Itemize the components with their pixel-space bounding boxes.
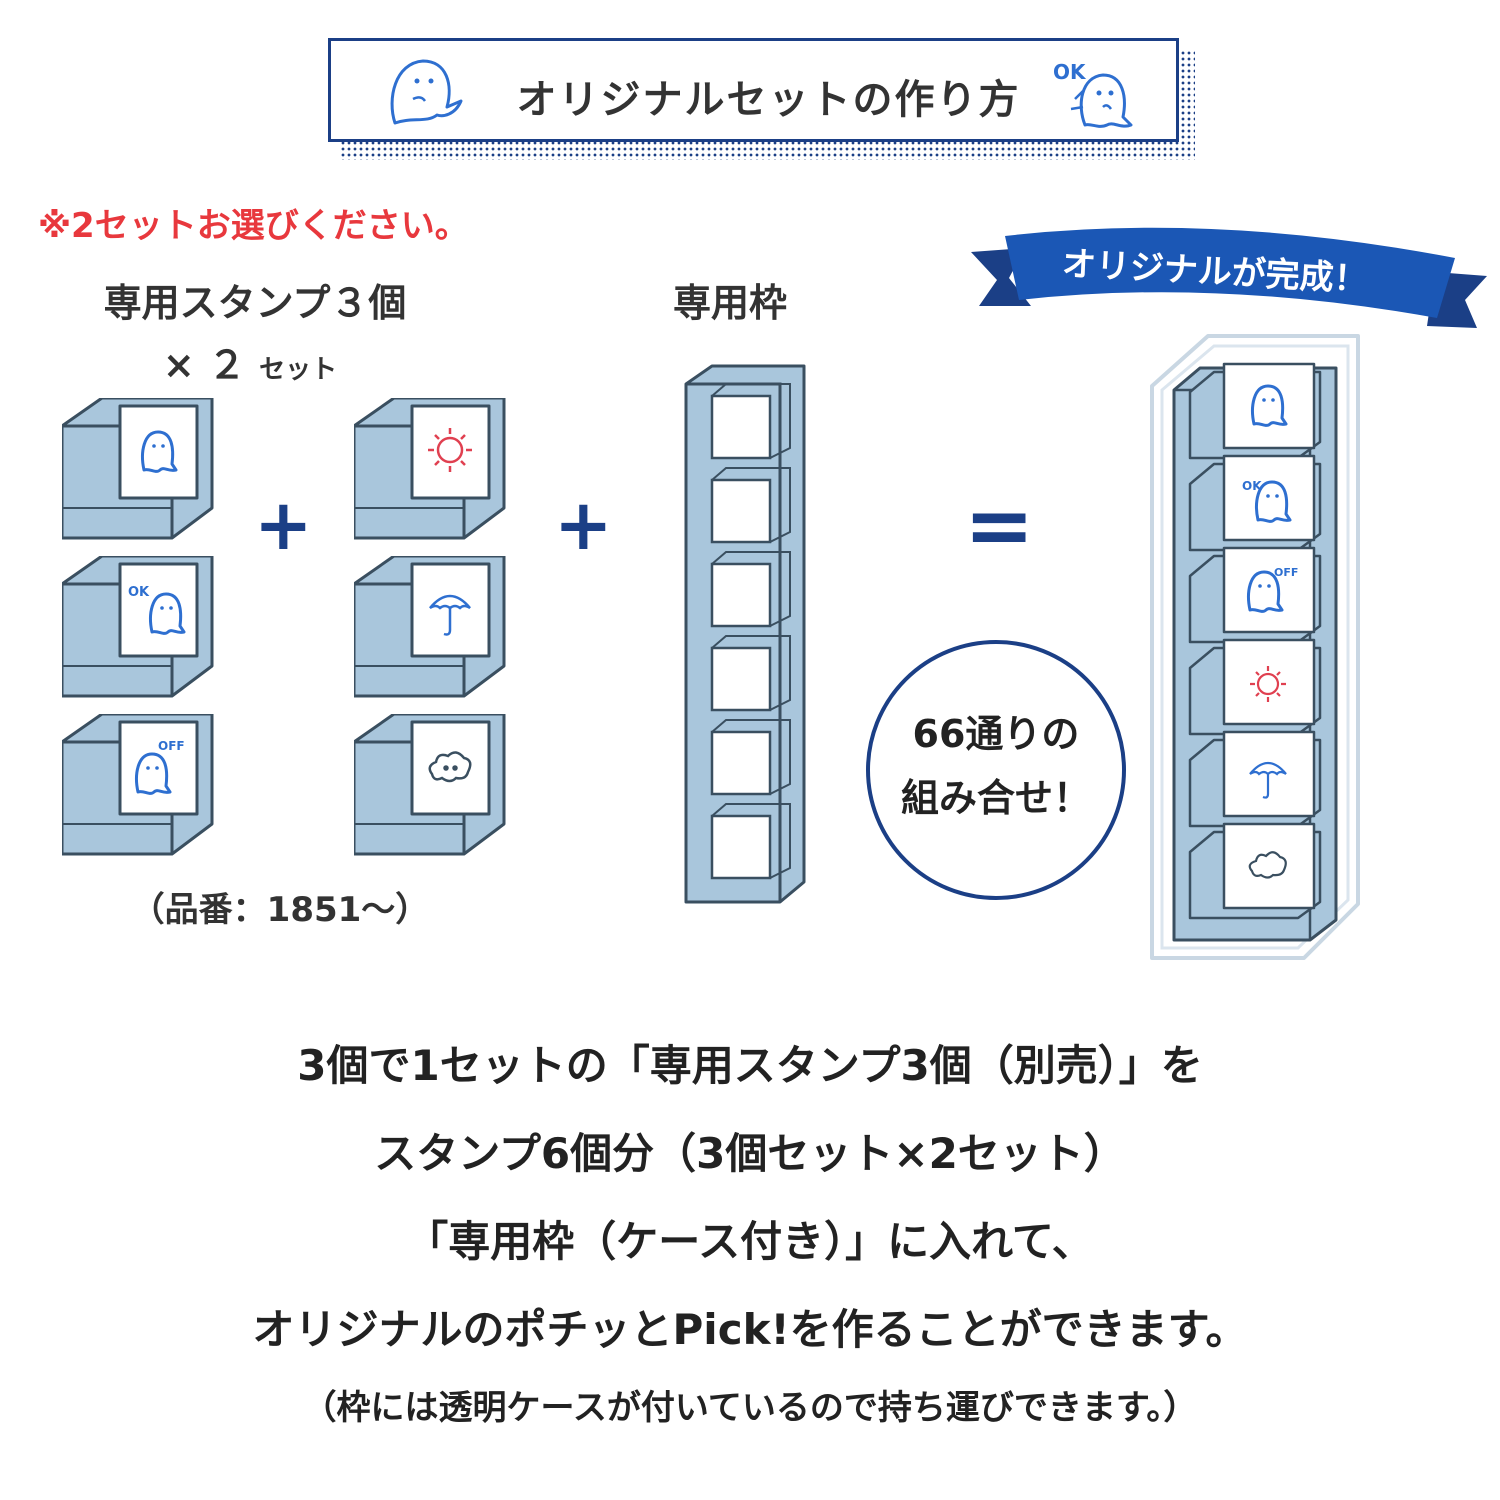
- stamp-cloud: [354, 714, 506, 856]
- stamp-ghost-ok: OK: [62, 556, 214, 698]
- stamp-umbrella: [354, 556, 506, 698]
- stamps-label: 専用スタンプ３個: [103, 281, 407, 325]
- completed-set-illustration: OK OFF: [1150, 334, 1360, 960]
- combinations-label: 組み合せ！: [900, 776, 1091, 820]
- ghost-icon: [390, 59, 463, 125]
- description-line-2: スタンプ6個分（3個セット×2セット）: [374, 1129, 1126, 1178]
- description-note: （枠には透明ケースが付いているので持ち運びできます。）: [302, 1388, 1198, 1428]
- sun-icon: [1250, 666, 1286, 702]
- svg-text:OFF: OFF: [1274, 566, 1298, 579]
- equals-symbol: =: [964, 476, 1035, 574]
- selection-notice: ※2セットお選びください。: [38, 206, 469, 246]
- svg-text:OK: OK: [128, 585, 150, 600]
- combinations-badge: 66通りの 組み合せ！: [866, 640, 1126, 900]
- frame-illustration: [684, 364, 806, 904]
- frame-label: 専用枠: [672, 281, 787, 325]
- sun-icon: [428, 428, 472, 472]
- plus-symbol: +: [554, 484, 613, 566]
- umbrella-icon: [429, 594, 471, 636]
- cloud-icon: [1248, 851, 1287, 879]
- completion-ribbon: [971, 227, 1487, 328]
- stamp-sun: [354, 398, 506, 540]
- description-line-1: 3個で1セットの「専用スタンプ3個（別売）」を: [297, 1041, 1203, 1090]
- description-line-4: オリジナルのポチッとPick!を作ることができます。: [252, 1305, 1248, 1354]
- stamps-multiplier: × ２ セット: [162, 343, 338, 387]
- combinations-count: 66通りの: [912, 712, 1080, 756]
- description-line-3: 「専用枠（ケース付き）」に入れて、: [406, 1217, 1094, 1266]
- stamp-ghost-off: OFF: [62, 714, 214, 856]
- stamp-ghost: [62, 398, 214, 540]
- title-banner: オリジナルセットの作り方 OK: [328, 38, 1179, 142]
- cloud-icon: [428, 751, 472, 783]
- plus-symbol: +: [254, 484, 313, 566]
- svg-text:OK: OK: [1053, 60, 1087, 84]
- svg-text:OK: OK: [1242, 479, 1262, 493]
- svg-text:OFF: OFF: [158, 739, 185, 753]
- ghost-ok-icon: OK: [1053, 60, 1133, 128]
- page-title: オリジナルセットの作り方: [516, 77, 1021, 123]
- product-number: （品番：1851〜）: [130, 890, 430, 930]
- umbrella-icon: [1249, 761, 1287, 799]
